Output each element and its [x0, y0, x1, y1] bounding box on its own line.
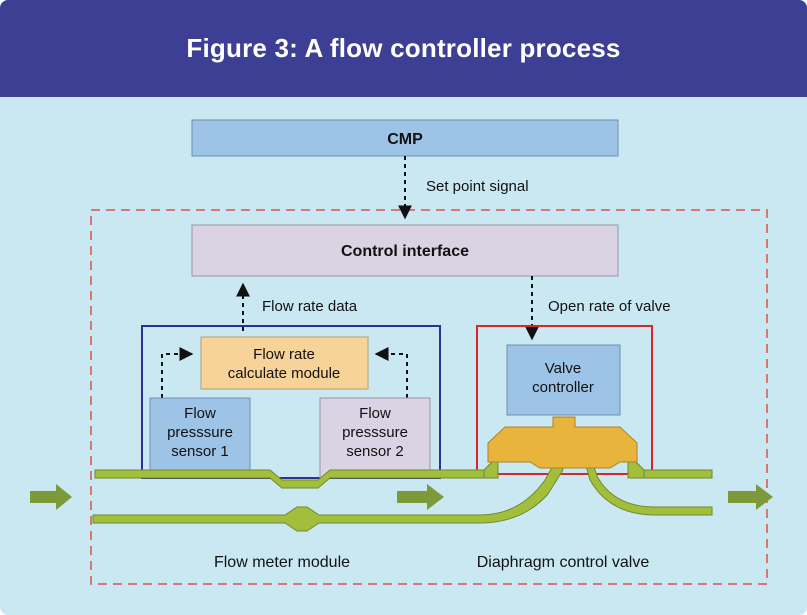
pipe-top-wall-right	[643, 469, 713, 479]
control-interface-box	[191, 224, 619, 277]
flow-arrow-in	[30, 484, 72, 510]
sensor1-to-module-arrow	[161, 347, 194, 398]
sensor1-label-3: sensor 1	[171, 443, 229, 460]
diaphragm-valve-label: Diaphragm control valve	[477, 554, 650, 571]
set-point-label: Set point signal	[426, 178, 529, 195]
valve-controller-label-1: Valve	[545, 360, 581, 377]
diaphragm-valve-body	[487, 416, 638, 469]
valve-controller-label-2: controller	[532, 379, 594, 396]
flow-meter-module-label: Flow meter module	[214, 554, 350, 571]
control-interface-label: Control interface	[341, 243, 469, 260]
sensor2-label-3: sensor 2	[346, 443, 404, 460]
figure-title: Figure 3: A flow controller process	[186, 33, 621, 63]
sensor2-label-1: Flow	[359, 405, 391, 422]
flow-rate-module-label-1: Flow rate	[253, 346, 315, 363]
flow-rate-module-label-2: calculate module	[228, 365, 341, 382]
sensor1-label-1: Flow	[184, 405, 216, 422]
sensor2-box	[319, 397, 431, 479]
cmp-label: CMP	[387, 131, 423, 148]
figure-header: Figure 3: A flow controller process	[0, 0, 807, 97]
pipe-stub-left	[483, 461, 499, 479]
flow-arrow-middle	[397, 484, 444, 510]
flow-meter-module-border	[141, 325, 441, 479]
open-rate-label: Open rate of valve	[548, 298, 671, 315]
flow-rate-module-box	[200, 336, 369, 390]
system-boundary	[90, 209, 768, 585]
sensor1-label-2: presssure	[167, 424, 233, 441]
pipe-stub-right	[627, 461, 645, 479]
flow-rate-data-label: Flow rate data	[262, 298, 358, 315]
cmp-box	[191, 119, 619, 157]
sensor1-box	[149, 397, 251, 479]
sensor2-label-2: presssure	[342, 424, 408, 441]
sensor2-to-module-arrow	[374, 347, 408, 398]
flow-arrow-out	[728, 484, 773, 510]
valve-controller-box	[506, 344, 621, 416]
valve-module-border	[476, 325, 653, 475]
